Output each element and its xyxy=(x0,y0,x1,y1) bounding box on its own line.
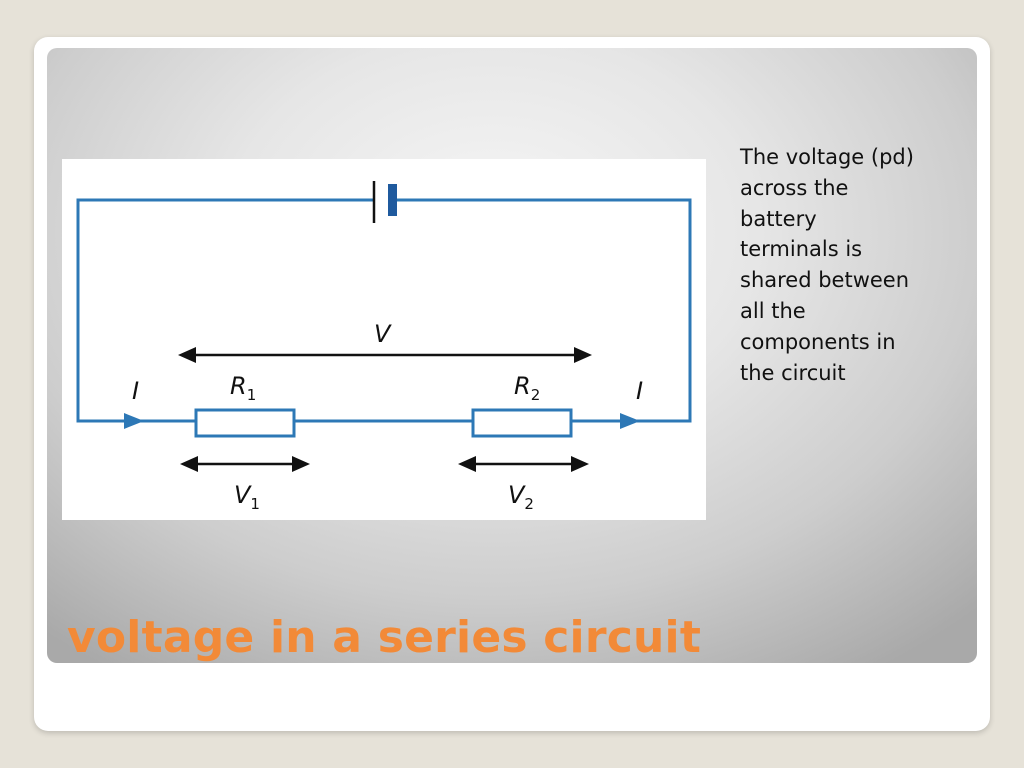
label-resistor-r2-letter: R xyxy=(514,372,531,400)
label-resistor-r1-subscript: 1 xyxy=(247,386,257,404)
label-current-left: I xyxy=(132,377,139,405)
label-resistor-r2: R2 xyxy=(514,372,540,404)
current-arrow-right xyxy=(620,413,640,429)
label-voltage-v1-letter: V xyxy=(234,481,252,509)
wire-top-left xyxy=(76,198,374,423)
label-total-voltage: V xyxy=(374,320,392,348)
label-voltage-v2-letter: V xyxy=(508,481,526,509)
slide-title: voltage in a series circuit xyxy=(67,612,702,663)
voltage-arrow-total-left-head xyxy=(178,347,196,363)
label-voltage-v1-subscript: 1 xyxy=(250,495,260,513)
circuit-svg: V I I R1 R2 V1 V2 xyxy=(76,181,692,513)
label-voltage-v1: V1 xyxy=(234,481,260,513)
label-resistor-r2-subscript: 2 xyxy=(531,386,541,404)
label-resistor-r1: R1 xyxy=(230,372,256,404)
current-arrow-left xyxy=(124,413,144,429)
voltage-arrow-v1-left-head xyxy=(180,456,198,472)
circuit-diagram: V I I R1 R2 V1 V2 xyxy=(62,159,706,520)
voltage-arrow-v2-right-head xyxy=(571,456,589,472)
label-voltage-v2-subscript: 2 xyxy=(524,495,534,513)
label-current-right: I xyxy=(636,377,643,405)
label-resistor-r1-letter: R xyxy=(230,372,247,400)
wire-top-right xyxy=(396,198,692,423)
resistor-r2 xyxy=(471,408,573,438)
slide-description: The voltage (pd) across the battery term… xyxy=(740,145,914,385)
label-voltage-v2: V2 xyxy=(508,481,534,513)
voltage-arrow-v1-right-head xyxy=(292,456,310,472)
voltage-arrow-total-right-head xyxy=(574,347,592,363)
resistor-r1 xyxy=(194,408,296,438)
voltage-arrow-v2-left-head xyxy=(458,456,476,472)
battery-negative-plate xyxy=(388,184,397,216)
